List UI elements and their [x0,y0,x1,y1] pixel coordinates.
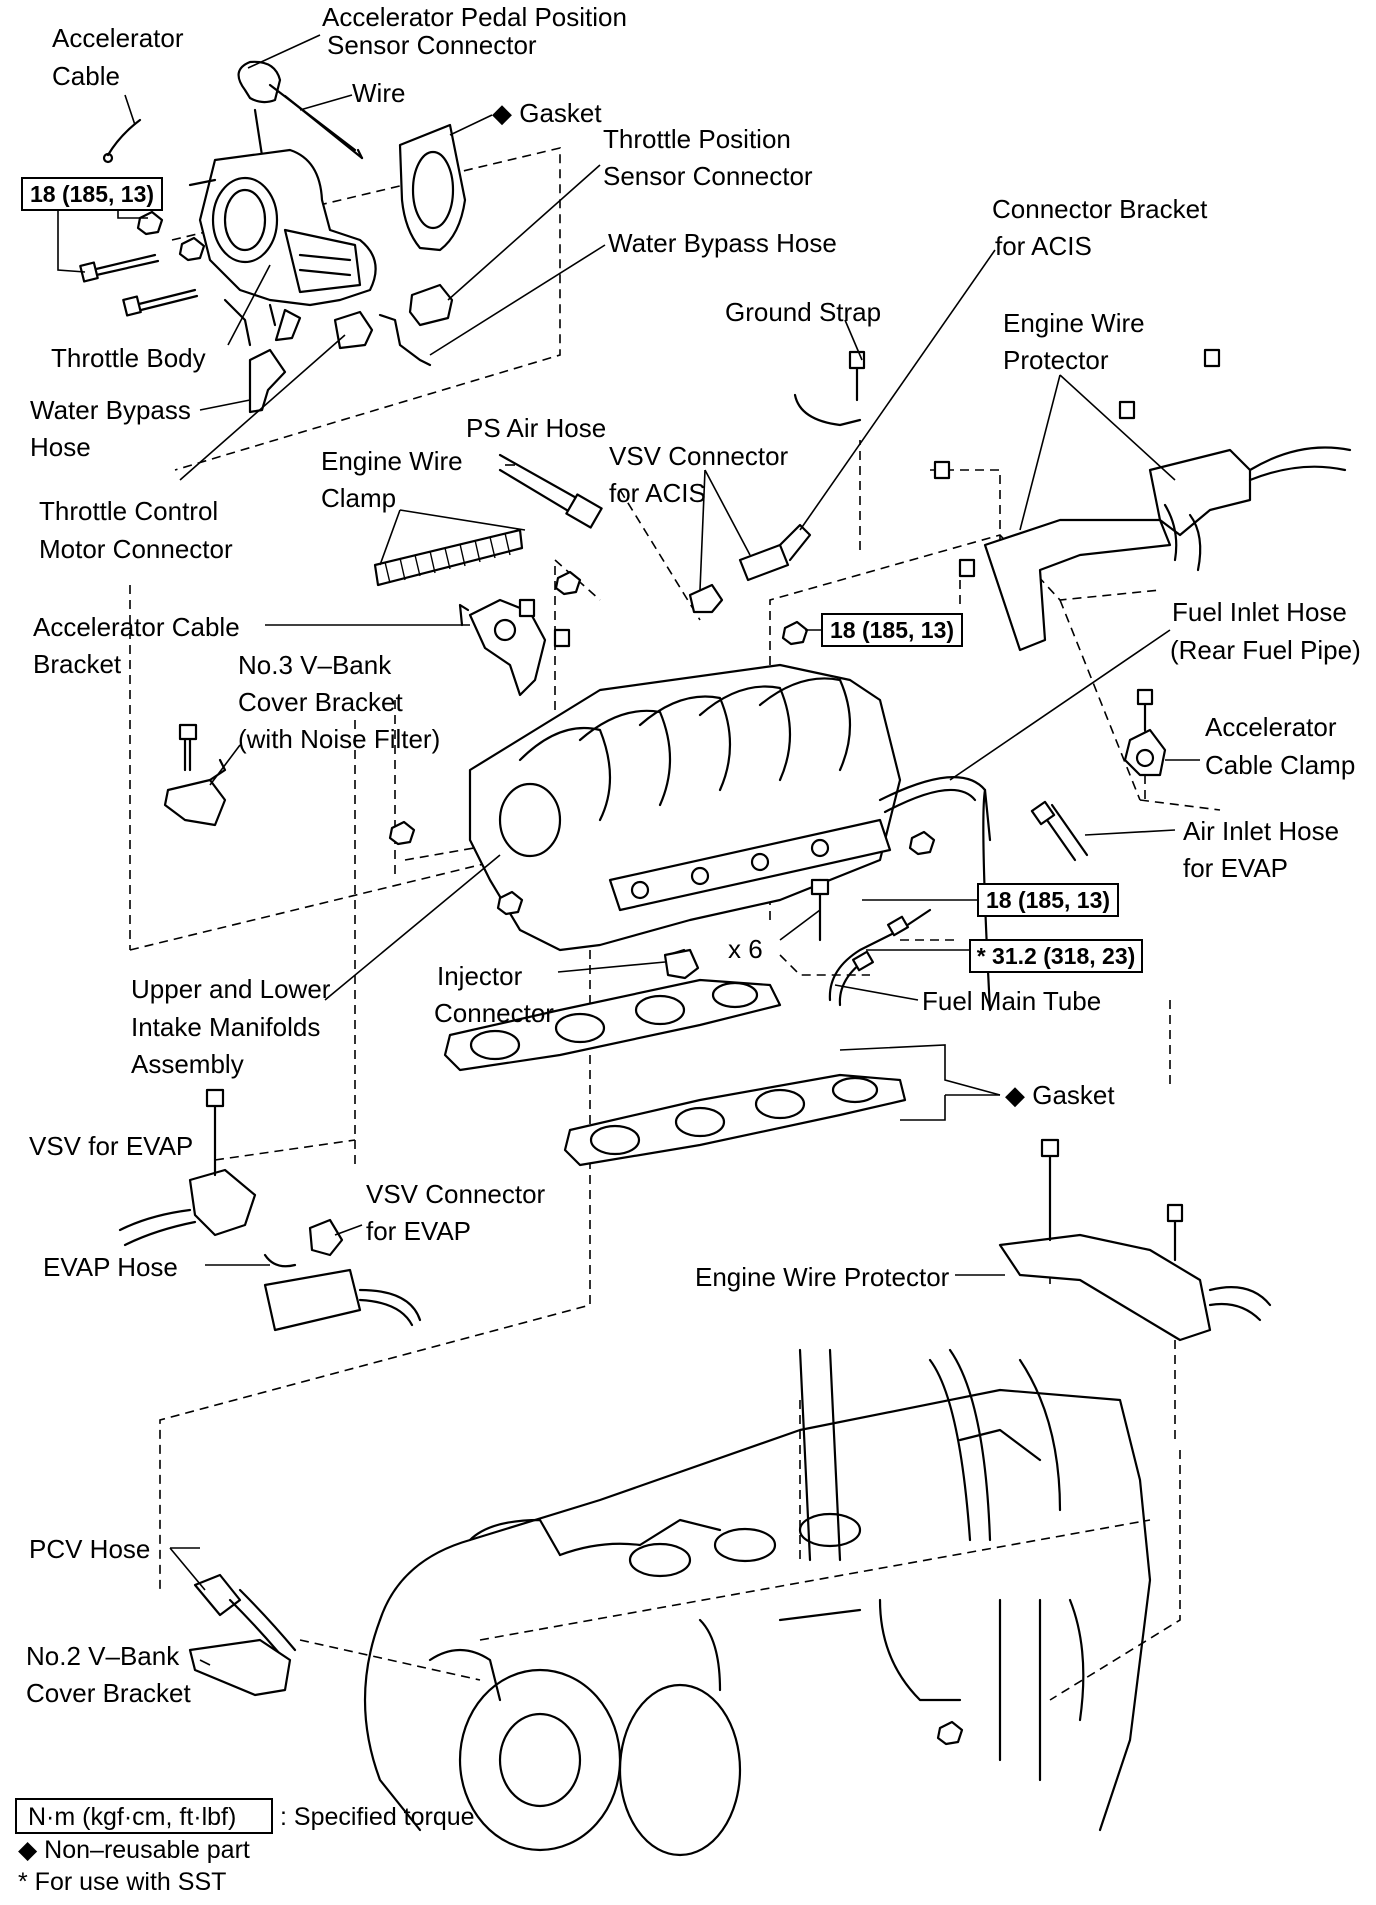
engine-wire-protector-lower-part [998,1138,1272,1342]
label-accelerator-cable: Accelerator Cable [52,23,191,91]
intake-manifold-part [388,570,992,1012]
torque-box-fuel-main-tube-sst: * 31.2 (318, 23) [969,939,1143,973]
accelerator-cable-bracket-part [458,598,547,697]
leader-lines [57,34,1200,1666]
label-fuel-main-tube: Fuel Main Tube [922,986,1101,1016]
no2-vbank-cover-bracket-part [188,1638,292,1697]
accelerator-cable-clamp-part [1123,688,1167,777]
engine-wire-clamp-part [373,528,524,587]
torque-box-throttle-body: 18 (185, 13) [21,177,163,211]
label-water-bypass-hose-lower: Water Bypass Hose [30,395,198,462]
label-gasket-lower: ◆ Gasket [1005,1080,1115,1110]
engine-wire-protector-upper-part [933,348,1352,652]
label-accelerator-pedal-sensor-connector: Accelerator Pedal Position Sensor Connec… [322,2,634,60]
label-vsv-connector-acis: VSV Connector for ACIS [609,441,795,508]
label-air-inlet-hose-evap: Air Inlet Hose for EVAP [1183,816,1346,883]
label-water-bypass-hose-upper: Water Bypass Hose [608,228,837,258]
label-wire: Wire [352,78,405,108]
label-no3-vbank-cover-bracket: No.3 V–Bank Cover Bracket (with Noise Fi… [238,650,440,754]
ground-strap-part [793,350,866,427]
label-throttle-body: Throttle Body [51,343,206,373]
label-throttle-position-sensor-connector: Throttle Position Sensor Connector [603,124,813,191]
svg-text:18 (185, 13): 18 (185, 13) [830,617,954,643]
ps-air-hose-part [498,453,603,529]
label-engine-wire-clamp: Engine Wire Clamp [321,446,470,513]
legend: N·m (kgf·cm, ft·lbf) : Specified torque … [15,1798,475,1896]
throttle-body-group [79,60,467,414]
label-evap-hose: EVAP Hose [43,1252,178,1282]
engine-block-part [363,1348,1152,1857]
manifold-gaskets-part [443,978,907,1167]
label-accelerator-cable-clamp: Accelerator Cable Clamp [1205,712,1355,780]
label-ground-strap: Ground Strap [725,297,881,327]
vsv-evap-part [118,1088,422,1332]
injector-connector-part [663,948,700,980]
legend-units-box [15,1798,273,1834]
label-engine-wire-protector-upper: Engine Wire Protector [1003,308,1152,375]
label-ps-air-hose: PS Air Hose [466,413,606,443]
torque-box-fuel-rail: 18 (185, 13) [977,883,1119,917]
svg-text:18 (185, 13): 18 (185, 13) [30,181,154,207]
legend-sst: * For use with SST [18,1868,226,1896]
legend-units-description: : Specified torque [280,1803,475,1831]
air-inlet-hose-evap-part [1030,800,1089,862]
legend-non-reusable: ◆ Non–reusable part [18,1836,250,1864]
label-upper-lower-intake-manifolds: Upper and Lower Intake Manifolds Assembl… [131,974,338,1079]
label-x6: x 6 [728,934,763,964]
label-engine-wire-protector-lower: Engine Wire Protector [695,1262,950,1292]
label-accelerator-cable-bracket: Accelerator Cable Bracket [33,612,247,679]
fuel-main-tube-part [828,908,932,1007]
torque-box-manifold-nut: 18 (185, 13) [821,613,963,647]
label-injector-connector: Injector Connector [434,961,554,1028]
label-fuel-inlet-hose: Fuel Inlet Hose (Rear Fuel Pipe) [1170,597,1361,665]
label-vsv-for-evap: VSV for EVAP [29,1131,193,1161]
vsv-connector-acis-part [688,523,812,614]
no3-vbank-cover-bracket-part [163,723,227,827]
svg-text:18 (185, 13): 18 (185, 13) [986,887,1110,913]
label-vsv-connector-evap: VSV Connector for EVAP [366,1179,552,1246]
label-gasket-top: ◆ Gasket [492,98,602,128]
svg-text:* 31.2 (318, 23): * 31.2 (318, 23) [977,943,1136,969]
legend-units: N·m (kgf·cm, ft·lbf) [28,1803,236,1831]
pcv-hose-part [193,1573,297,1662]
label-throttle-control-motor-connector: Throttle Control Motor Connector [39,496,233,564]
label-pcv-hose: PCV Hose [29,1534,150,1564]
label-no2-vbank-cover-bracket: No.2 V–Bank Cover Bracket [26,1641,191,1708]
label-connector-bracket-acis: Connector Bracket for ACIS [992,194,1215,261]
